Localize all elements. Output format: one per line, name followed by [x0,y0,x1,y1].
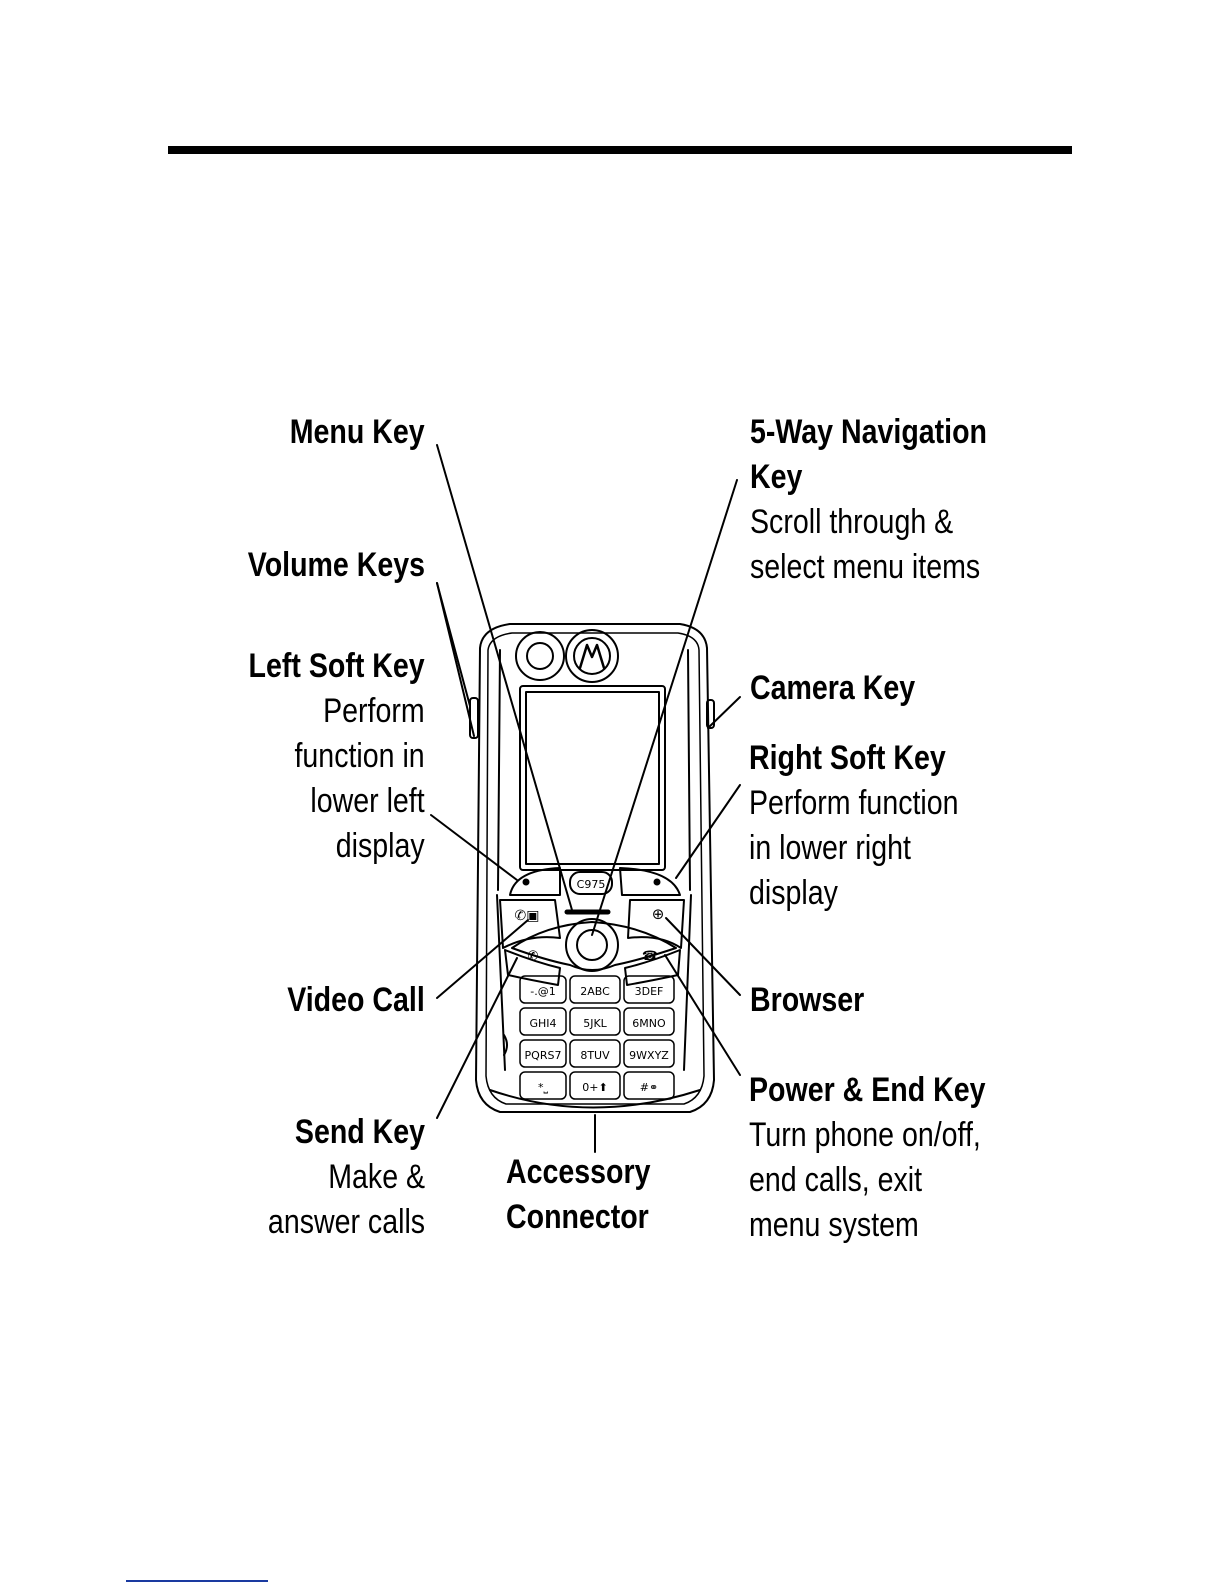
phone-bezel-line-right-lower [683,894,692,1071]
keypad-key-label: GHI4 [529,1017,556,1030]
keypad-key-label: 6MNO [632,1017,666,1030]
motorola-logo-icon [578,643,606,670]
label-video-call: Video Call [287,978,425,1023]
keypad-key-label: -.@1 [530,985,555,998]
camera-lens-outer [515,631,565,681]
label-menu-key-title: Menu Key [290,413,425,451]
label-nav-key: 5-Way Navigation Key Scroll through & se… [750,410,987,590]
leader-power-end-key [664,954,741,1076]
right-soft-key-dot [653,878,661,886]
phone-bezel-line-left [497,649,501,891]
label-browser: Browser [750,978,864,1023]
video-call-key-shape [499,899,561,949]
phone-bezel-line-right [687,649,691,891]
keypad-key [623,1039,675,1068]
keypad-key [519,1039,567,1068]
send-key-shape [504,949,561,986]
keypad-key [519,1071,567,1100]
keypad: -.@1 2ABC 3DEF GHI4 5JKL 6MNO PQRS7 8TUV 9WXYZ *⎵… [519,975,675,1100]
keypad-key-label: 9WXYZ [629,1049,669,1062]
label-send-key-desc: Make & answer calls [267,1158,425,1241]
phone-body-inner [485,632,705,1105]
right-soft-key-shape [619,867,681,896]
label-camera-key-title: Camera Key [750,669,916,707]
phone-bezel-line-left-lower [496,894,506,1071]
label-video-call-title: Video Call [287,981,425,1019]
phone-body [475,623,715,1113]
label-nav-key-desc: Scroll through & select menu items [750,503,981,586]
label-menu-key: Menu Key [290,410,425,455]
label-power-end-key: Power & End Key Turn phone on/off, end c… [749,1068,985,1248]
leader-nav-key [591,479,738,936]
nav-key-inner [576,929,608,961]
keypad-key-label: 5JKL [583,1017,607,1030]
keypad-key [519,1007,567,1036]
end-key-shape [624,949,681,986]
leader-right-soft-key [675,784,741,879]
leader-send-key [436,957,518,1119]
label-right-soft-key-title: Right Soft Key [749,739,946,777]
keypad-key [623,1007,675,1036]
label-left-soft-key-desc: Perform function in lower left display [294,692,425,865]
label-accessory-connector-title: Accessory Connector [506,1153,651,1236]
screen-frame [519,685,666,871]
leader-browser [665,917,741,996]
keypad-key [623,975,675,1004]
keypad-key [623,1071,675,1100]
keypad-key [569,1071,621,1100]
label-right-soft-key-desc: Perform function in lower right display [749,784,959,912]
keypad-key [569,1039,621,1068]
bottom-arc [489,1089,701,1109]
end-key-icon: ☎ [642,949,658,964]
video-call-icon: ✆▣ [515,908,540,924]
camera-lens-inner [526,642,554,670]
keypad-key [569,975,621,1004]
label-camera-key: Camera Key [750,666,915,711]
leader-video-call [436,919,529,999]
label-nav-key-title: 5-Way Navigation Key [750,413,987,496]
side-slot [503,1034,508,1056]
keypad-key [519,975,567,1004]
nav-key-outer [565,918,619,972]
label-power-end-key-title: Power & End Key [749,1071,986,1109]
model-label: C975 [577,878,606,891]
camera-key-shape [706,699,715,729]
label-volume-keys-title: Volume Keys [247,546,425,584]
keypad-key-label: PQRS7 [525,1049,562,1062]
label-left-soft-key: Left Soft Key Perform function in lower … [249,644,425,869]
label-volume-keys: Volume Keys [248,543,425,588]
keypad-key-label: 2ABC [580,985,610,998]
label-power-end-key-desc: Turn phone on/off, end calls, exit menu … [749,1116,981,1244]
keypad-key-label: 0+⬆ [582,1081,607,1094]
logo-inner [573,637,611,675]
keypad-key-label: 8TUV [580,1049,610,1062]
label-send-key-title: Send Key [294,1113,425,1151]
screen [525,691,660,865]
footer-link-underline [126,1580,268,1582]
leader-volume-keys-2 [436,582,475,737]
left-soft-key-dot [522,878,530,886]
model-plate [569,871,613,895]
keypad-key-label: 3DEF [635,985,664,998]
browser-globe-icon: ⊕ [652,905,665,923]
leader-camera-key [707,696,741,729]
label-left-soft-key-title: Left Soft Key [248,647,425,685]
header-rule [168,146,1072,154]
leader-menu-key [436,444,573,911]
label-browser-title: Browser [750,981,865,1019]
keypad-key-label: *⎵ [538,1081,549,1094]
nav-surround [511,921,677,971]
label-right-soft-key: Right Soft Key Perform function in lower… [749,736,959,916]
left-soft-key-shape [509,867,561,896]
leader-left-soft-key [430,814,518,881]
keypad-key-label: #⚭ [640,1081,658,1094]
logo-outer [565,629,619,683]
label-accessory-connector: Accessory Connector [506,1150,650,1240]
keypad-key [569,1007,621,1036]
send-key-icon: ✆ [528,949,539,964]
label-send-key: Send Key Make & answer calls [268,1110,425,1245]
